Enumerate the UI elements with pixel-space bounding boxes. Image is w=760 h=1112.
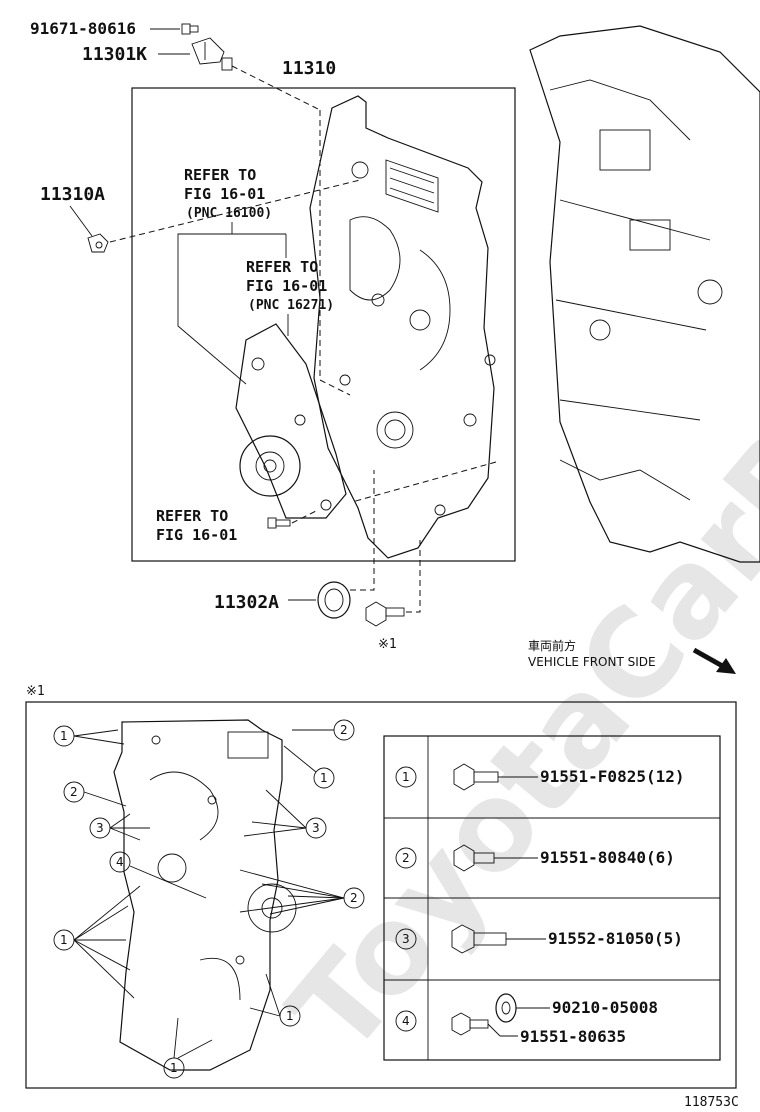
detail-box [25, 701, 737, 1089]
oil-seal-icon [317, 581, 351, 619]
table-row: 3 91552-81050(5) [395, 924, 683, 954]
svg-text:1: 1 [320, 771, 328, 785]
bolt-icon [267, 517, 291, 529]
svg-text:1: 1 [286, 1009, 294, 1023]
assembly-box [131, 87, 516, 562]
svg-text:1: 1 [60, 933, 68, 947]
svg-text:4: 4 [116, 855, 124, 869]
callout-2: 2 [63, 781, 127, 807]
front-label-en: VEHICLE FRONT SIDE [528, 655, 656, 669]
nut-icon [87, 233, 109, 253]
callout-3: 3 [243, 789, 327, 839]
bolt-icon [181, 23, 199, 35]
refer-label-1-line3: (PNC 16100) [186, 206, 272, 221]
svg-text:2: 2 [70, 785, 78, 799]
refer-label-2-line2: FIG 16-01 [246, 277, 327, 295]
part-number-seal[interactable]: 11302A [214, 592, 279, 613]
table-row-part[interactable]: 91552-81050(5) [548, 929, 683, 948]
front-label-jp: 車両前方 [528, 638, 576, 653]
bolt-icon [451, 1012, 489, 1036]
note-mark-upper: ※1 [378, 637, 397, 652]
table-row-part[interactable]: 91551-80635 [520, 1027, 626, 1046]
refer-label-2-line1: REFER TO [246, 258, 318, 276]
part-number-bolt-top[interactable]: 91671-80616 [30, 19, 136, 38]
figure-id: 118753C [684, 1095, 739, 1110]
table-row-num: 1 [402, 770, 410, 784]
svg-text:2: 2 [350, 891, 358, 905]
callout-4: 4 [109, 851, 207, 899]
callout-1: 1 [53, 885, 141, 999]
callout-2: 2 [239, 869, 365, 915]
part-number-cover[interactable]: 11310 [282, 58, 336, 79]
callout-1: 1 [163, 1017, 213, 1079]
table-row-part[interactable]: 91551-F0825(12) [540, 767, 685, 786]
svg-text:3: 3 [312, 821, 320, 835]
table-row: 1 91551-F0825(12) [395, 763, 685, 791]
callout-1: 1 [53, 725, 125, 747]
table-row: 4 90210-05008 91551-80635 [395, 993, 658, 1046]
watermark: ToyotaCarParts [264, 202, 760, 1080]
svg-text:3: 3 [96, 821, 104, 835]
front-arrow-icon [692, 647, 736, 674]
svg-text:2: 2 [340, 723, 348, 737]
refer-label-3-line1: REFER TO [156, 507, 228, 525]
bolt-icon [365, 601, 405, 627]
table-row-part[interactable]: 90210-05008 [552, 998, 658, 1017]
svg-text:1: 1 [60, 729, 68, 743]
engine-block-illustration [529, 25, 760, 563]
callout-1: 1 [249, 973, 301, 1027]
table-row-num: 3 [402, 932, 410, 946]
bolt-table [383, 735, 721, 1061]
refer-label-1-line2: FIG 16-01 [184, 185, 265, 203]
water-pump-illustration [235, 323, 347, 519]
washer-icon [495, 993, 517, 1023]
refer-label-3-line2: FIG 16-01 [156, 526, 237, 544]
sensor-icon [191, 37, 233, 71]
svg-text:1: 1 [170, 1061, 178, 1075]
table-row-num: 4 [402, 1014, 410, 1028]
callout-2: 2 [292, 719, 355, 741]
part-number-nut[interactable]: 11310A [40, 184, 105, 205]
refer-label-2-line3: (PNC 16271) [248, 298, 334, 313]
callout-1: 1 [283, 745, 335, 789]
timing-cover-illustration [309, 95, 496, 559]
refer-label-1-line1: REFER TO [184, 166, 256, 184]
cover-outline-detail [113, 719, 297, 1071]
table-row-part[interactable]: 91551-80840(6) [540, 848, 675, 867]
part-number-sensor[interactable]: 11301K [82, 44, 147, 65]
note-mark-lower: ※1 [26, 684, 45, 699]
table-row: 2 91551-80840(6) [395, 844, 675, 872]
table-row-num: 2 [402, 851, 410, 865]
callout-3: 3 [89, 813, 150, 841]
